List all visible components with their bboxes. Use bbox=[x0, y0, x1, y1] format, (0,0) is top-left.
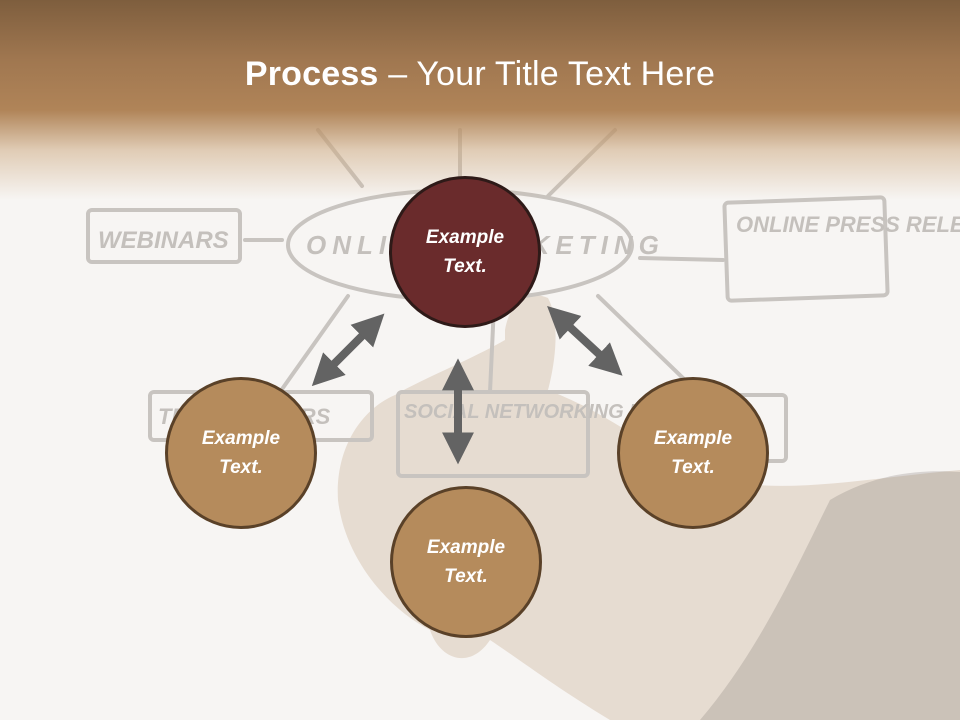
slide-title: Process – Your Title Text Here bbox=[0, 52, 960, 96]
arrow-top-left bbox=[311, 313, 385, 387]
node-left: Example Text. bbox=[165, 377, 317, 529]
node-right: Example Text. bbox=[617, 377, 769, 529]
sketch-label-webinars: WEBINARS bbox=[98, 227, 229, 254]
sleeve-silhouette bbox=[700, 471, 960, 720]
title-bold: Process bbox=[244, 55, 379, 93]
node-bottom-text: Example Text. bbox=[426, 537, 506, 587]
title-rest: Your Title Text Here bbox=[416, 55, 716, 93]
sketch-press-box bbox=[722, 195, 890, 303]
arrow-top-right bbox=[547, 306, 623, 376]
node-top: Example Text. bbox=[389, 176, 541, 328]
node-left-text: Example Text. bbox=[201, 428, 281, 478]
node-right-text: Example Text. bbox=[653, 428, 733, 478]
sketch-social-box bbox=[396, 390, 590, 478]
sketch-label-press: ONLINE PRESS RELEASES bbox=[736, 212, 960, 237]
node-top-text: Example Text. bbox=[425, 227, 505, 277]
node-bottom: Example Text. bbox=[390, 486, 542, 638]
title-separator: – bbox=[378, 55, 417, 93]
sketch-webinars-box bbox=[86, 208, 242, 264]
header-band bbox=[0, 0, 960, 200]
